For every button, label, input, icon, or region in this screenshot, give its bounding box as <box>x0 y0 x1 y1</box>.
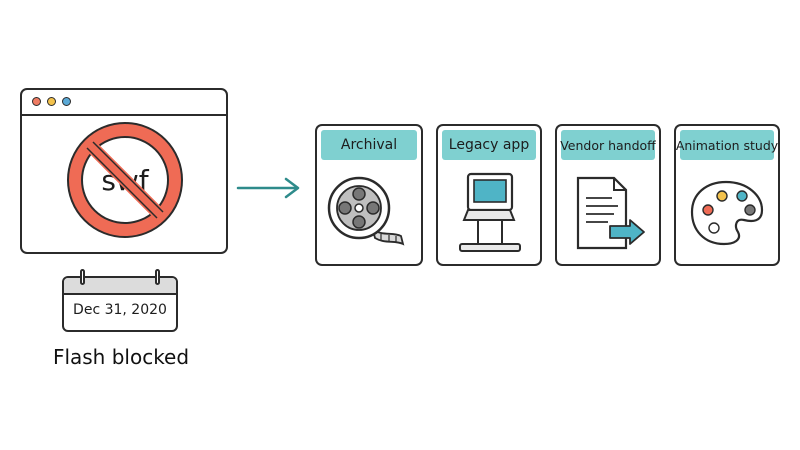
calendar-header <box>64 278 176 295</box>
prohibited-swf-icon: swf <box>66 121 184 239</box>
calendar-icon: Dec 31, 2020 <box>62 269 178 332</box>
window-close-dot <box>32 97 41 106</box>
kiosk-terminal-icon <box>459 172 521 252</box>
calendar-date: Dec 31, 2020 <box>73 302 167 318</box>
arrow-right-icon <box>236 177 300 199</box>
card-label: Legacy app <box>442 130 536 160</box>
card-label: Vendor handoff <box>560 130 656 160</box>
use-case-card-vendor-handoff: Vendor handoff <box>555 124 661 266</box>
use-case-card-animation-study: Animation study <box>674 124 780 266</box>
browser-title-bar <box>22 90 226 116</box>
use-case-card-legacy-app: Legacy app <box>436 124 542 266</box>
use-case-card-archival: Archival <box>315 124 423 266</box>
film-reel-icon <box>327 176 405 246</box>
browser-window: swf <box>20 88 228 254</box>
window-maximize-dot <box>62 97 71 106</box>
paint-palette-icon <box>690 180 764 246</box>
window-minimize-dot <box>47 97 56 106</box>
calendar-ring-right <box>155 269 160 285</box>
calendar-ring-left <box>80 269 85 285</box>
caption: Flash blocked <box>52 345 190 369</box>
card-label: Animation study <box>676 130 778 160</box>
card-label: Archival <box>321 130 417 160</box>
document-arrow-icon <box>576 176 645 250</box>
